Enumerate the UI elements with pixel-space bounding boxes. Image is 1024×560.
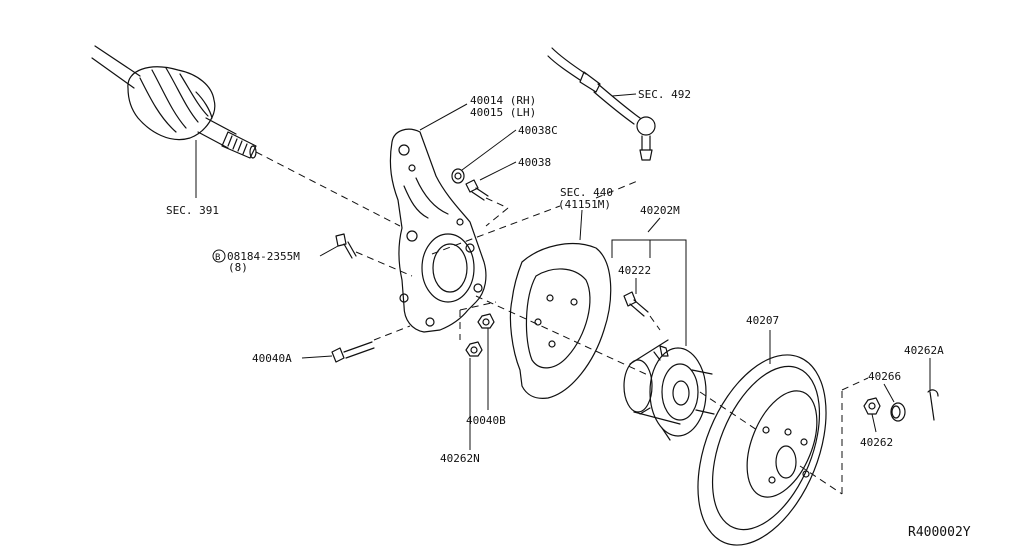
- label-08184-2355m: 08184-2355M: [227, 250, 300, 263]
- label-40262a: 40262A: [904, 344, 944, 357]
- label-40038c: 40038C: [518, 124, 558, 137]
- bolt-08184: [335, 233, 357, 259]
- hub-bearing: [623, 339, 715, 441]
- label-40262n: 40262N: [440, 452, 480, 465]
- label-bolt-qty: (8): [228, 261, 248, 274]
- washer-40038c: [451, 168, 465, 184]
- steering-knuckle: [389, 128, 487, 333]
- cotter-pin-40262a: [927, 389, 939, 421]
- label-40266: 40266: [868, 370, 901, 383]
- brake-rotor: [697, 354, 827, 546]
- cap-40266: [890, 402, 906, 422]
- label-40222: 40222: [618, 264, 651, 277]
- splash-shield: [509, 242, 612, 399]
- bolt-prefix-circle: [212, 249, 226, 263]
- diagram-ref-code: R400002Y: [908, 525, 971, 540]
- label-40015: 40015 (LH): [470, 106, 536, 119]
- label-40040a: 40040A: [252, 352, 292, 365]
- label-40038: 40038: [518, 156, 551, 169]
- bolt-40038: [465, 179, 489, 201]
- label-40202m: 40202M: [640, 204, 680, 217]
- bolt-40040a: [331, 341, 375, 363]
- label-41151m: (41151M): [558, 198, 611, 211]
- drive-shaft: [91, 45, 257, 159]
- assembly-centerline: [255, 151, 869, 495]
- label-40262: 40262: [860, 436, 893, 449]
- label-sec-391: SEC. 391: [166, 204, 219, 217]
- nut-40262n: [465, 341, 483, 357]
- bolt-40222: [623, 291, 649, 317]
- label-40207: 40207: [746, 314, 779, 327]
- label-sec-492: SEC. 492: [638, 88, 691, 101]
- leader-lines: [195, 93, 931, 450]
- label-sec-440: SEC. 440: [560, 186, 613, 199]
- nut-40040b: [477, 313, 495, 329]
- nut-40262: [863, 397, 881, 415]
- tie-rod-end: [547, 47, 656, 161]
- label-bolt-prefix: B: [215, 253, 220, 263]
- label-40040b: 40040B: [466, 414, 506, 427]
- label-40014: 40014 (RH): [470, 94, 536, 107]
- part-labels: SEC. 391 40014 (RH) 40015 (LH) 40038C 40…: [166, 88, 971, 540]
